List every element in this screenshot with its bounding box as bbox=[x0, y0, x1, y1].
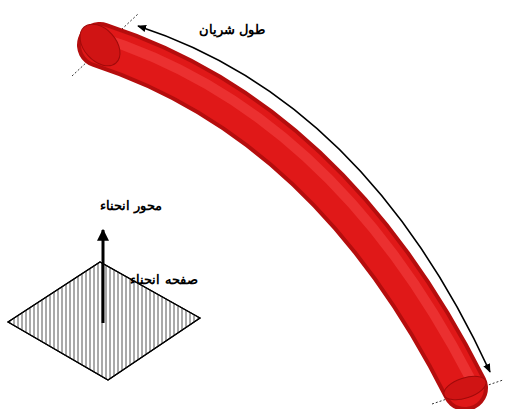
hatch-line bbox=[26, 255, 27, 385]
hatch-line bbox=[86, 255, 87, 385]
axis-label: محور انحناء bbox=[100, 198, 163, 214]
hatch-line bbox=[118, 255, 119, 385]
artery-end bbox=[72, 16, 128, 73]
hatch-line bbox=[14, 255, 15, 385]
hatch-line bbox=[18, 255, 19, 385]
hatch-line bbox=[30, 255, 31, 385]
hatch-line bbox=[46, 255, 47, 385]
hatch-line bbox=[54, 255, 55, 385]
hatch-line bbox=[110, 255, 111, 385]
hatch-line bbox=[58, 255, 59, 385]
hatch-line bbox=[34, 255, 35, 385]
hatch-line bbox=[22, 255, 23, 385]
length-label: طول شریان bbox=[199, 22, 266, 38]
hatch-line bbox=[94, 255, 95, 385]
artery-end bbox=[441, 372, 489, 405]
hatch-line bbox=[90, 255, 91, 385]
hatch-line bbox=[98, 255, 99, 385]
hatch-line bbox=[62, 255, 63, 385]
plane-label: صفحه انحناء bbox=[130, 272, 198, 288]
hatch-line bbox=[70, 255, 71, 385]
curvature-axis bbox=[102, 230, 105, 323]
hatch-line bbox=[50, 255, 51, 385]
hatch-line bbox=[42, 255, 43, 385]
hatch-line bbox=[126, 255, 127, 385]
hatch-line bbox=[66, 255, 67, 385]
hatch-line bbox=[78, 255, 79, 385]
hatch-line bbox=[38, 255, 39, 385]
hatch-line bbox=[106, 255, 107, 385]
hatch-line bbox=[74, 255, 75, 385]
hatch-line bbox=[114, 255, 115, 385]
